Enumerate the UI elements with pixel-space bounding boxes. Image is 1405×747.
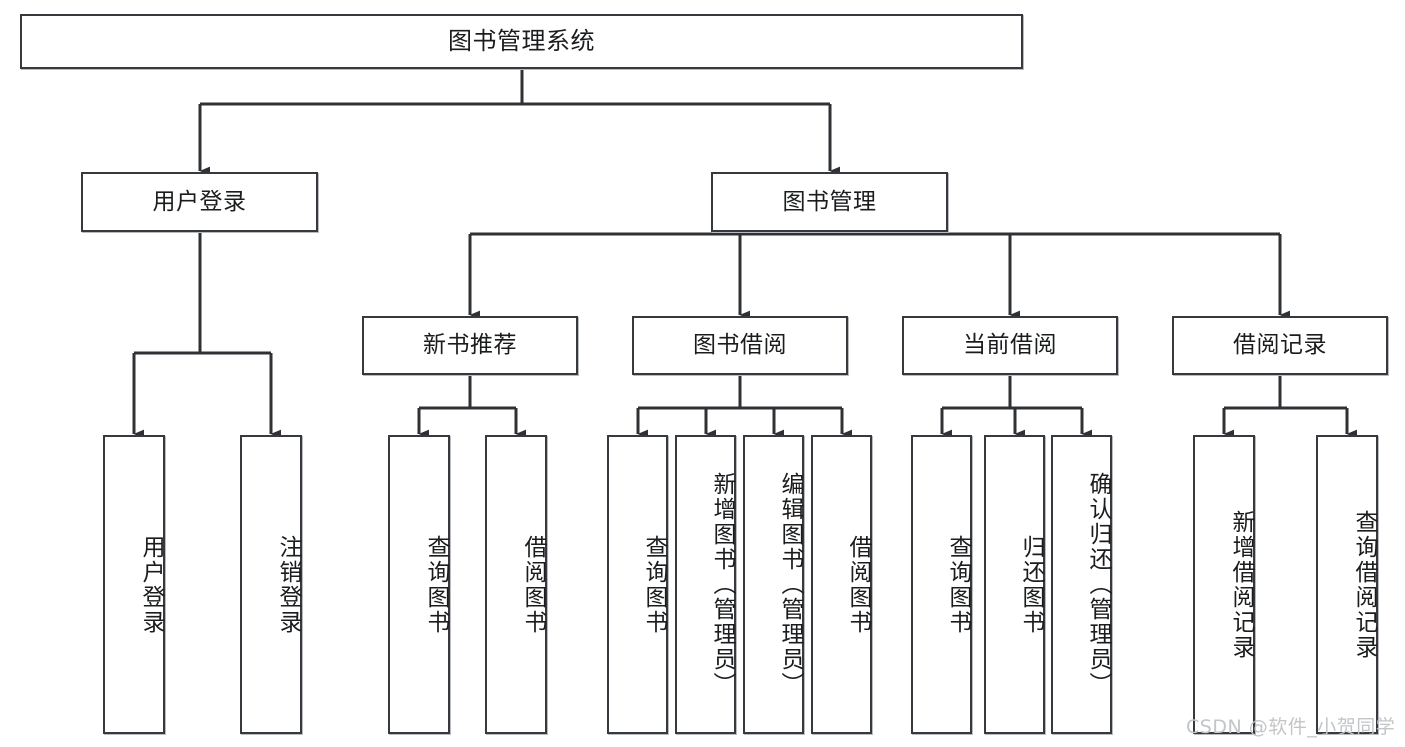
node-leaf-add-book-admin[interactable]: 新增图书（管理员） [675, 435, 736, 734]
node-label: 查询图书 [641, 534, 667, 635]
node-label: 归还图书 [1018, 534, 1044, 635]
node-leaf-query-books-2[interactable]: 查询图书 [607, 435, 668, 734]
node-leaf-edit-book-admin[interactable]: 编辑图书（管理员） [743, 435, 804, 734]
node-book-management[interactable]: 图书管理 [711, 172, 948, 232]
node-label: 图书管理系统 [448, 26, 595, 55]
node-new-book-recommend[interactable]: 新书推荐 [362, 316, 578, 375]
node-label: 图书管理 [782, 188, 877, 215]
node-borrow-record[interactable]: 借阅记录 [1172, 316, 1388, 375]
node-label: 确认归还（管理员） [1085, 472, 1111, 697]
node-root[interactable]: 图书管理系统 [20, 14, 1023, 69]
node-leaf-query-borrow-record[interactable]: 查询借阅记录 [1316, 435, 1378, 734]
node-label: 新增借阅记录 [1228, 509, 1254, 660]
node-current-borrow[interactable]: 当前借阅 [902, 316, 1118, 375]
node-label: 查询图书 [945, 534, 971, 635]
node-label: 用户登录 [138, 534, 164, 635]
node-label: 注销登录 [275, 534, 301, 635]
node-label: 新增图书（管理员） [709, 472, 735, 697]
node-label: 图书借阅 [693, 332, 787, 359]
node-label: 借阅图书 [845, 534, 871, 635]
node-label: 查询借阅记录 [1351, 509, 1377, 660]
watermark-label: CSDN @软件_小贺同学 [1186, 716, 1396, 738]
node-label: 新书推荐 [423, 332, 517, 359]
node-leaf-borrow-books-1[interactable]: 借阅图书 [485, 435, 547, 734]
node-label: 借阅记录 [1233, 332, 1327, 359]
node-book-borrow[interactable]: 图书借阅 [632, 316, 848, 375]
node-leaf-confirm-return-admin[interactable]: 确认归还（管理员） [1051, 435, 1112, 734]
node-label: 用户登录 [152, 188, 247, 215]
node-label: 查询图书 [423, 534, 449, 635]
node-label: 编辑图书（管理员） [777, 472, 803, 697]
node-leaf-borrow-books-2[interactable]: 借阅图书 [811, 435, 872, 734]
node-leaf-add-borrow-record[interactable]: 新增借阅记录 [1193, 435, 1255, 734]
node-leaf-return-books[interactable]: 归还图书 [984, 435, 1045, 734]
node-label: 借阅图书 [520, 534, 546, 635]
node-user-login[interactable]: 用户登录 [81, 172, 318, 232]
node-leaf-logout[interactable]: 注销登录 [240, 435, 302, 734]
node-leaf-user-login[interactable]: 用户登录 [103, 435, 165, 734]
node-label: 当前借阅 [963, 332, 1057, 359]
node-leaf-query-books-3[interactable]: 查询图书 [911, 435, 972, 734]
node-leaf-query-books-1[interactable]: 查询图书 [388, 435, 450, 734]
